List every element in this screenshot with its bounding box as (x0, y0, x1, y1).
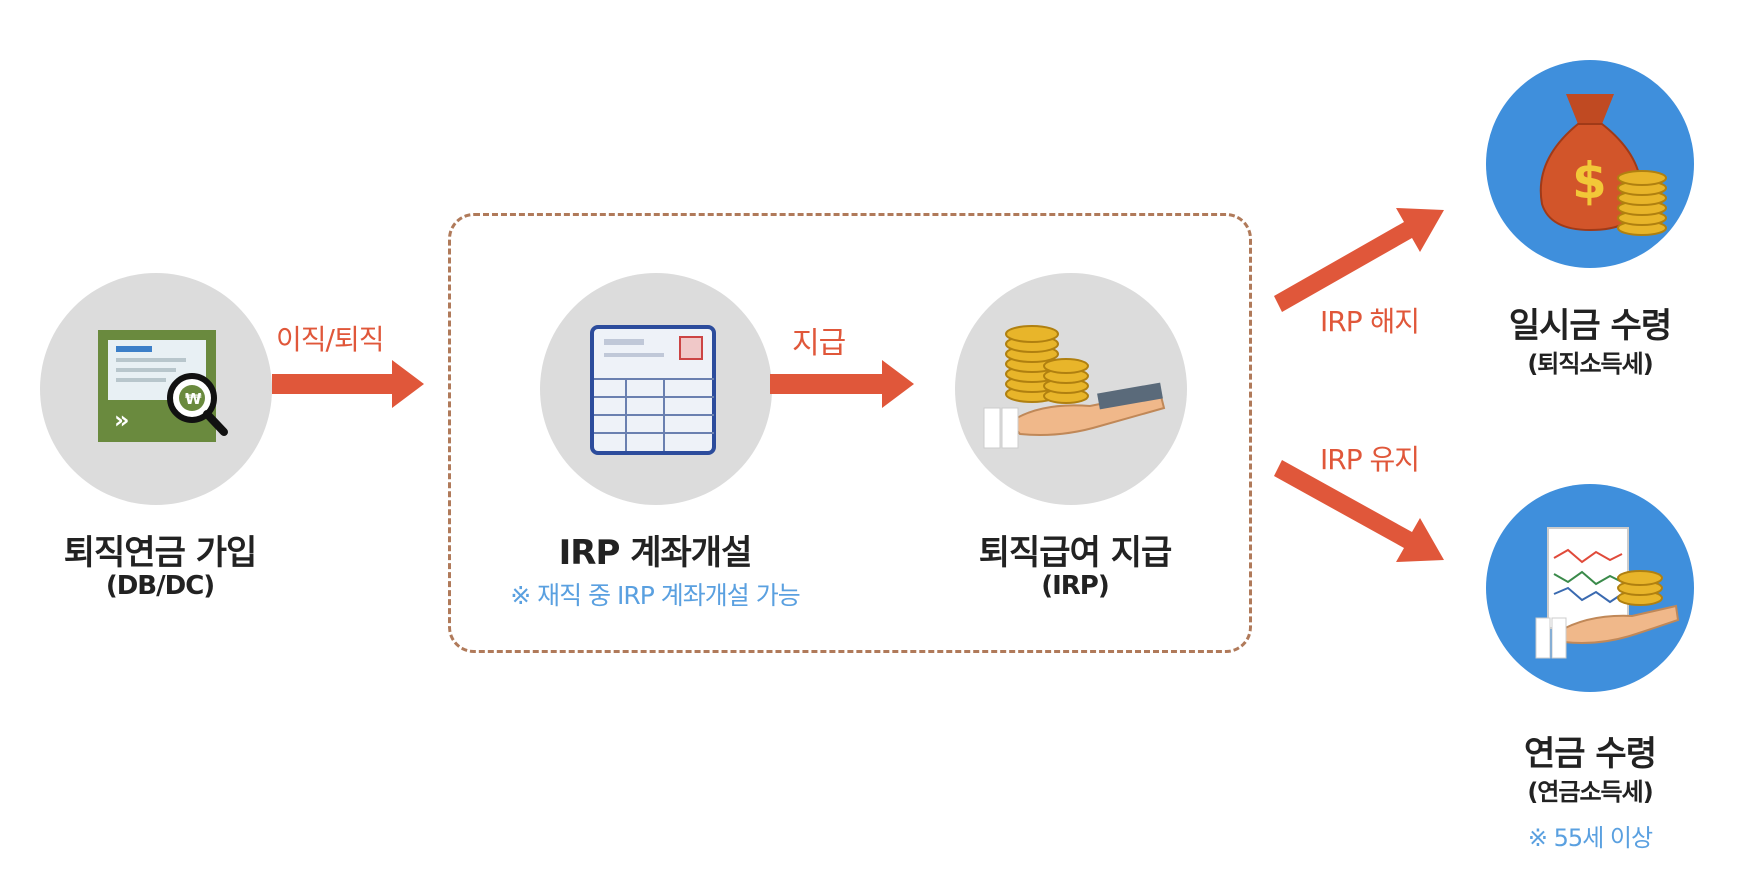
pay-title: 퇴직급여 지급 (978, 533, 1173, 573)
pay-subtitle: (IRP) (1041, 571, 1110, 601)
pension-title: 연금 수령 (1524, 734, 1657, 774)
money-bag-icon: $ (1539, 94, 1667, 236)
svg-text:₩: ₩ (185, 390, 202, 408)
arrow-label-keep: IRP 유지 (1320, 443, 1420, 476)
arrow-label-cancel: IRP 해지 (1320, 305, 1420, 338)
arrow-label-leave: 이직/퇴직 (276, 323, 384, 356)
irp-open-note: ※ 재직 중 IRP 계좌개설 가능 (510, 581, 801, 610)
arrow-cancel (1274, 208, 1444, 312)
arrow-payment (770, 360, 914, 408)
irp-open-title: IRP 계좌개설 (558, 533, 753, 573)
lump-subtitle: (퇴직소득세) (1527, 350, 1653, 378)
coins-in-hand-icon (983, 325, 1166, 449)
account-form-icon (590, 325, 716, 455)
arrow-label-payment: 지급 (792, 326, 846, 361)
svg-text:»: » (114, 406, 130, 434)
join-title: 퇴직연금 가입 (63, 533, 258, 573)
pension-note: ※ 55세 이상 (1527, 824, 1653, 852)
pension-chart-hand-icon (1535, 527, 1680, 659)
arrow-keep (1274, 460, 1444, 562)
pension-subtitle: (연금소득세) (1527, 778, 1653, 806)
join-subtitle: (DB/DC) (105, 571, 215, 601)
irp-group-box (448, 213, 1252, 653)
arrow-leave (272, 360, 424, 408)
svg-text:$: $ (1572, 152, 1607, 210)
pension-document-icon: » ₩ (98, 330, 228, 442)
lump-title: 일시금 수령 (1508, 306, 1672, 346)
